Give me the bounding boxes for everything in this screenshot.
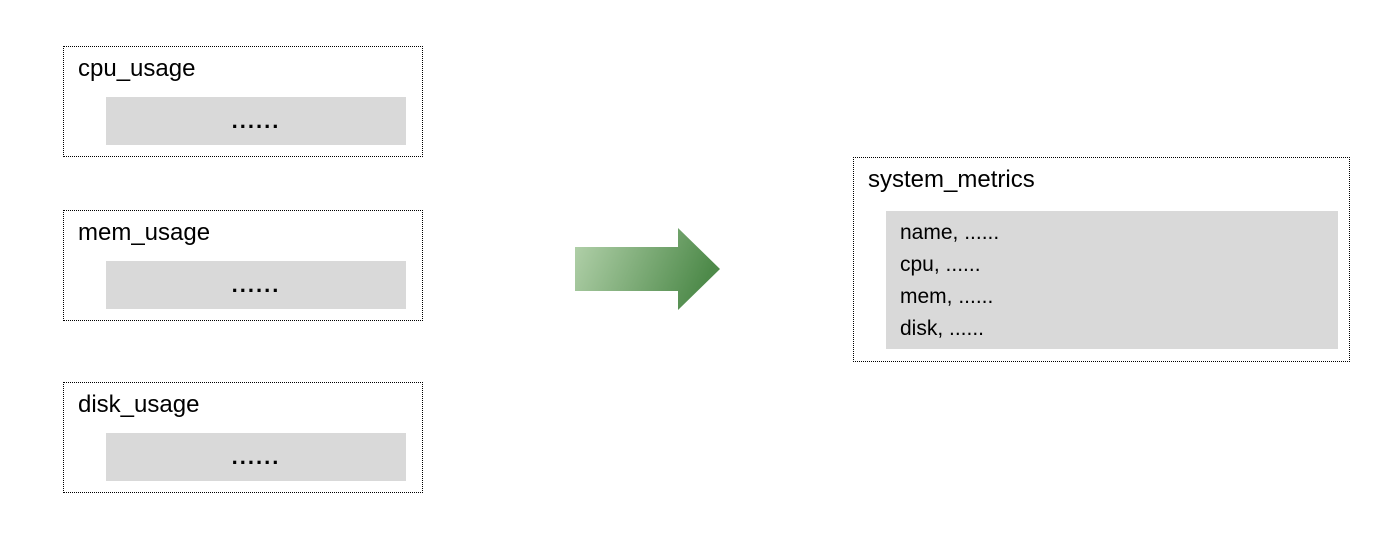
- field-mem: mem, ......: [900, 285, 994, 308]
- table-rows-band: ......: [106, 261, 406, 309]
- right-arrow-icon: [575, 228, 721, 311]
- source-table-disk-usage: disk_usage ......: [63, 382, 423, 493]
- target-table-system-metrics: system_metrics name, ...... cpu, ...... …: [853, 157, 1350, 362]
- source-table-mem-usage: mem_usage ......: [63, 210, 423, 321]
- field-name: name, ......: [900, 221, 1000, 244]
- rows-placeholder-dots: ......: [231, 272, 281, 297]
- field-disk: disk, ......: [900, 317, 985, 340]
- rows-placeholder-dots: ......: [231, 444, 281, 469]
- table-title: cpu_usage: [78, 55, 196, 82]
- table-title: system_metrics: [868, 166, 1035, 193]
- table-rows-band: name, ...... cpu, ...... mem, ...... dis…: [886, 211, 1338, 349]
- table-rows-band: ......: [106, 97, 406, 145]
- table-title: disk_usage: [78, 391, 200, 418]
- rows-placeholder-dots: ......: [231, 108, 281, 133]
- source-table-cpu-usage: cpu_usage ......: [63, 46, 423, 157]
- table-title: mem_usage: [78, 219, 211, 246]
- table-rows-band: ......: [106, 433, 406, 481]
- field-cpu: cpu, ......: [900, 253, 981, 276]
